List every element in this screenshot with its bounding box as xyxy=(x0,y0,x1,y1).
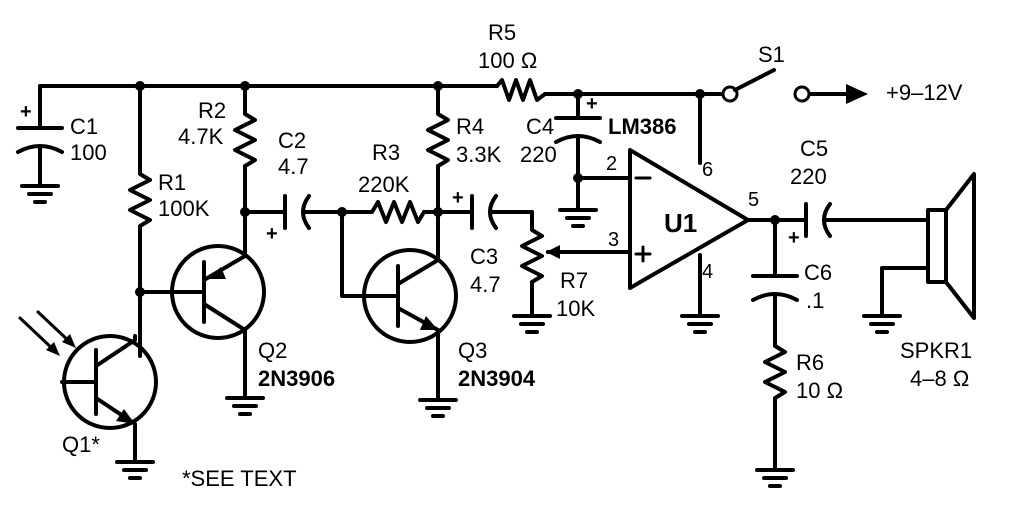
spkr-value: 4–8 Ω xyxy=(910,366,969,391)
q1-ref: Q1* xyxy=(62,432,100,457)
c5-value: 220 xyxy=(790,164,827,189)
q3-ref: Q3 xyxy=(458,338,487,363)
ground-symbols xyxy=(20,184,902,488)
c6-value: .1 xyxy=(806,288,824,313)
footnote: *SEE TEXT xyxy=(182,466,297,491)
r5-value: 100 Ω xyxy=(478,48,537,73)
r1-resistor xyxy=(128,166,152,230)
ground-icon xyxy=(512,314,552,334)
u1-amplifier xyxy=(628,148,750,290)
r2-ref: R2 xyxy=(198,98,226,123)
c1-value: 100 xyxy=(70,140,107,165)
c6-capacitor xyxy=(751,274,799,302)
ground-icon xyxy=(20,184,60,204)
r2-resistor xyxy=(233,108,257,168)
polarity-marks: + + + + + xyxy=(20,93,800,249)
r3-ref: R3 xyxy=(372,140,400,165)
s1-switch xyxy=(721,68,811,103)
supply-arrow-icon xyxy=(846,84,868,104)
svg-text:+: + xyxy=(20,101,32,123)
q3-transistor xyxy=(362,248,458,344)
q2-transistor xyxy=(170,244,266,340)
pin4-label: 4 xyxy=(702,261,713,283)
svg-text:+: + xyxy=(266,223,278,245)
r4-resistor xyxy=(426,108,450,168)
r4-ref: R4 xyxy=(456,114,484,139)
r6-value: 10 Ω xyxy=(796,378,843,403)
r5-resistor xyxy=(495,78,547,102)
ground-icon xyxy=(755,468,795,488)
c3-ref: C3 xyxy=(470,244,498,269)
speaker-icon xyxy=(926,172,976,320)
labels: C1 100 R1 100K R2 4.7K C2 4.7 R3 220K R4… xyxy=(62,20,972,491)
ground-icon xyxy=(558,208,598,228)
c2-ref: C2 xyxy=(278,128,306,153)
c2-capacitor xyxy=(283,194,311,230)
c5-ref: C5 xyxy=(800,136,828,161)
c4-ref: C4 xyxy=(526,114,554,139)
svg-text:+: + xyxy=(586,93,598,115)
r6-ref: R6 xyxy=(796,350,824,375)
r5-ref: R5 xyxy=(488,20,516,45)
r6-resistor xyxy=(763,338,787,402)
ground-icon xyxy=(680,314,720,334)
pin3-label: 3 xyxy=(608,229,619,251)
r3-resistor xyxy=(370,200,426,224)
r7-ref: R7 xyxy=(560,268,588,293)
pin6-label: 6 xyxy=(702,159,713,181)
ground-icon xyxy=(225,396,265,416)
c5-capacitor xyxy=(804,202,832,238)
q2-ref: Q2 xyxy=(258,338,287,363)
r2-value: 4.7K xyxy=(178,124,224,149)
ground-icon xyxy=(115,460,155,480)
c3-value: 4.7 xyxy=(470,272,501,297)
ground-icon xyxy=(862,314,902,334)
r3-value: 220K xyxy=(358,172,410,197)
opamp-part: LM386 xyxy=(608,114,676,139)
c4-value: 220 xyxy=(520,142,557,167)
r1-ref: R1 xyxy=(158,170,186,195)
c6-ref: C6 xyxy=(804,260,832,285)
c2-value: 4.7 xyxy=(278,154,309,179)
ground-icon xyxy=(418,398,458,418)
r7-potentiometer xyxy=(520,224,560,284)
r4-value: 3.3K xyxy=(456,142,502,167)
svg-text:+: + xyxy=(452,187,464,209)
r7-value: 10K xyxy=(556,296,595,321)
q3-part: 2N3904 xyxy=(458,366,536,391)
opamp-ref: U1 xyxy=(664,208,697,238)
pin5-label: 5 xyxy=(748,189,759,211)
light-rays-icon xyxy=(18,310,76,356)
c1-capacitor xyxy=(16,126,64,154)
r1-value: 100K xyxy=(158,196,210,221)
svg-text:+: + xyxy=(788,227,800,249)
supply-label: +9–12V xyxy=(886,80,963,105)
c1-ref: C1 xyxy=(70,114,98,139)
pin2-label: 2 xyxy=(606,153,617,175)
c4-capacitor xyxy=(554,116,602,144)
spkr-ref: SPKR1 xyxy=(900,338,972,363)
c3-capacitor xyxy=(470,194,498,230)
s1-ref: S1 xyxy=(758,42,785,67)
junction-dots xyxy=(135,81,780,297)
q2-part: 2N3906 xyxy=(258,366,335,391)
q1-phototransistor xyxy=(18,310,158,430)
